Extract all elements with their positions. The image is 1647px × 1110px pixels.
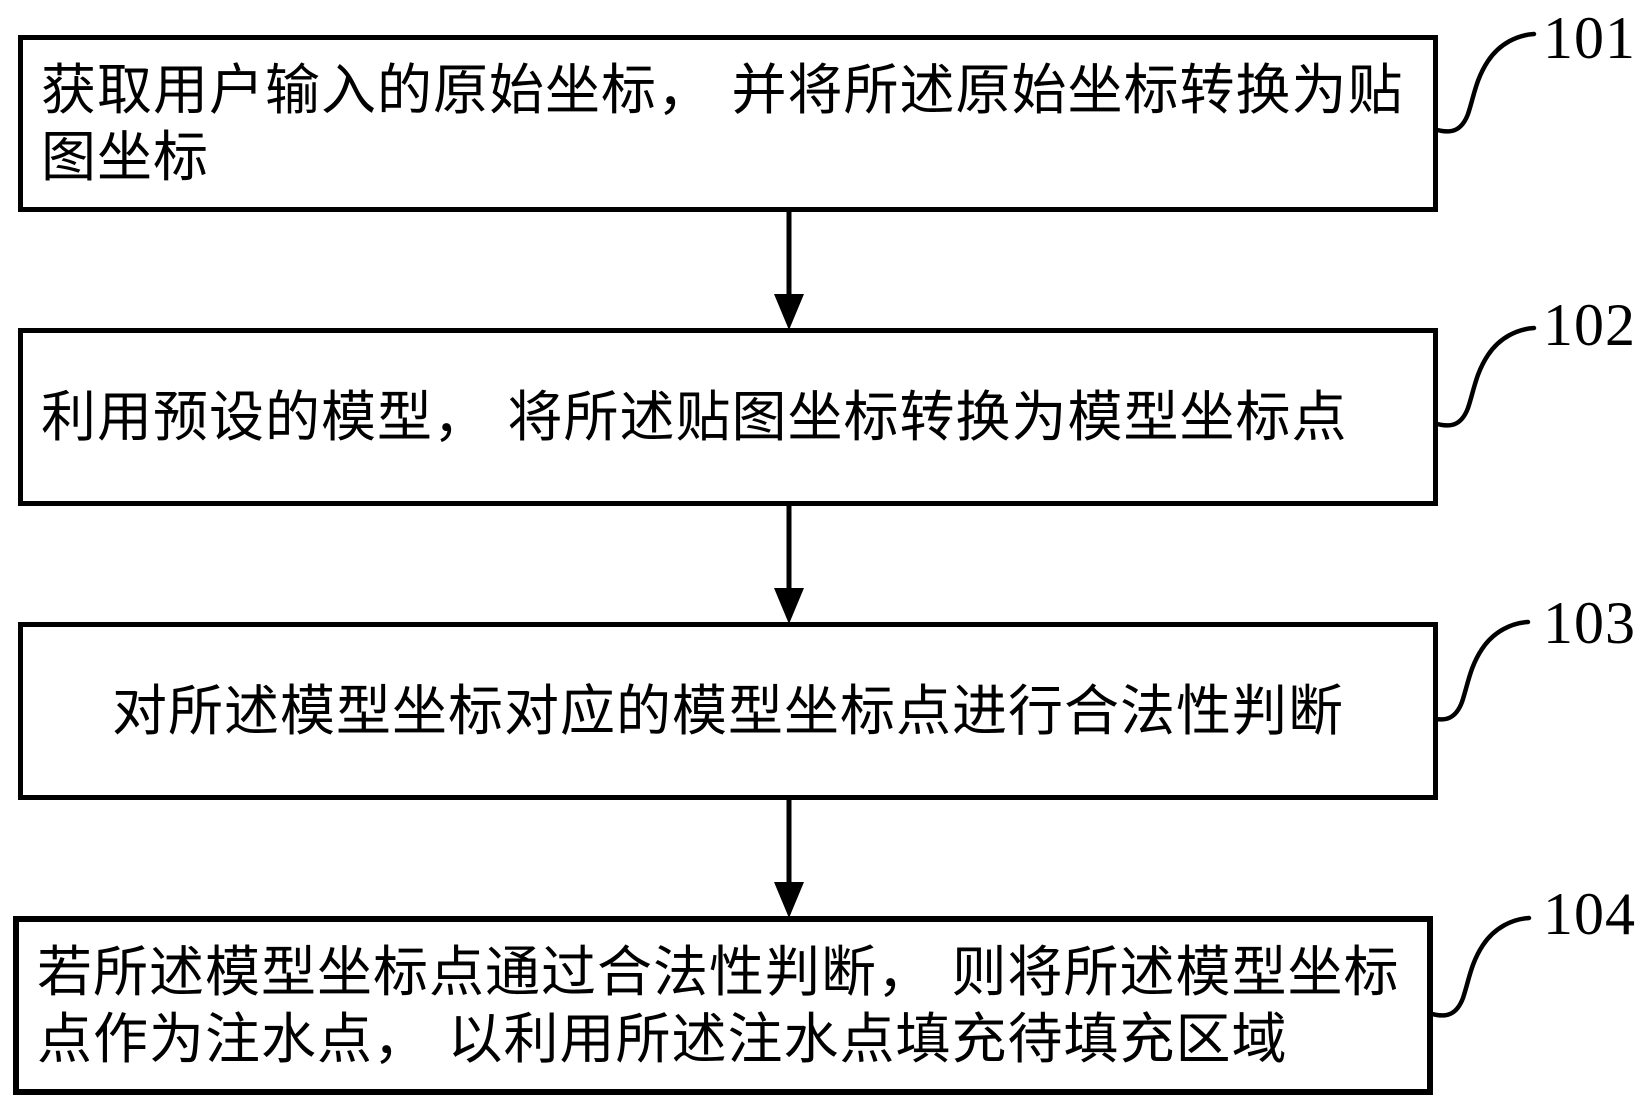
ref-connector-101 — [1431, 31, 1537, 134]
ref-connector-103 — [1425, 619, 1531, 722]
ref-connector-104 — [1426, 915, 1532, 1018]
step-104-text-line-1: 若所述模型坐标点通过合法性判断， 则将所述模型坐标 — [37, 939, 1400, 1004]
ref-connector-102 — [1431, 325, 1537, 428]
ref-label-103: 103 — [1543, 590, 1636, 656]
step-102-text-line-1: 利用预设的模型， 将所述贴图坐标转换为模型坐标点 — [41, 384, 1348, 449]
step-104-text-line-2: 点作为注水点， 以利用所述注水点填充待填充区域 — [37, 1006, 1288, 1071]
step-101-text-line-2: 图坐标 — [41, 124, 210, 189]
flow-arrow-1 — [774, 212, 804, 330]
flow-arrow-2 — [774, 506, 804, 624]
down-arrowhead-icon — [774, 294, 804, 330]
step-box-102: 利用预设的模型， 将所述贴图坐标转换为模型坐标点 — [18, 328, 1438, 506]
step-box-101: 获取用户输入的原始坐标， 并将所述原始坐标转换为贴 图坐标 — [18, 35, 1438, 212]
step-box-103: 对所述模型坐标对应的模型坐标点进行合法性判断 — [18, 622, 1438, 800]
step-101-text-line-1: 获取用户输入的原始坐标， 并将所述原始坐标转换为贴 — [41, 57, 1404, 122]
ref-label-101: 101 — [1543, 5, 1636, 71]
flow-arrow-3 — [774, 800, 804, 918]
ref-label-104: 104 — [1543, 881, 1636, 947]
down-arrowhead-icon — [774, 882, 804, 918]
ref-label-102: 102 — [1543, 292, 1636, 358]
step-box-104: 若所述模型坐标点通过合法性判断， 则将所述模型坐标 点作为注水点， 以利用所述注… — [13, 916, 1433, 1095]
step-103-text-line-1: 对所述模型坐标对应的模型坐标点进行合法性判断 — [111, 678, 1344, 743]
down-arrowhead-icon — [774, 588, 804, 624]
